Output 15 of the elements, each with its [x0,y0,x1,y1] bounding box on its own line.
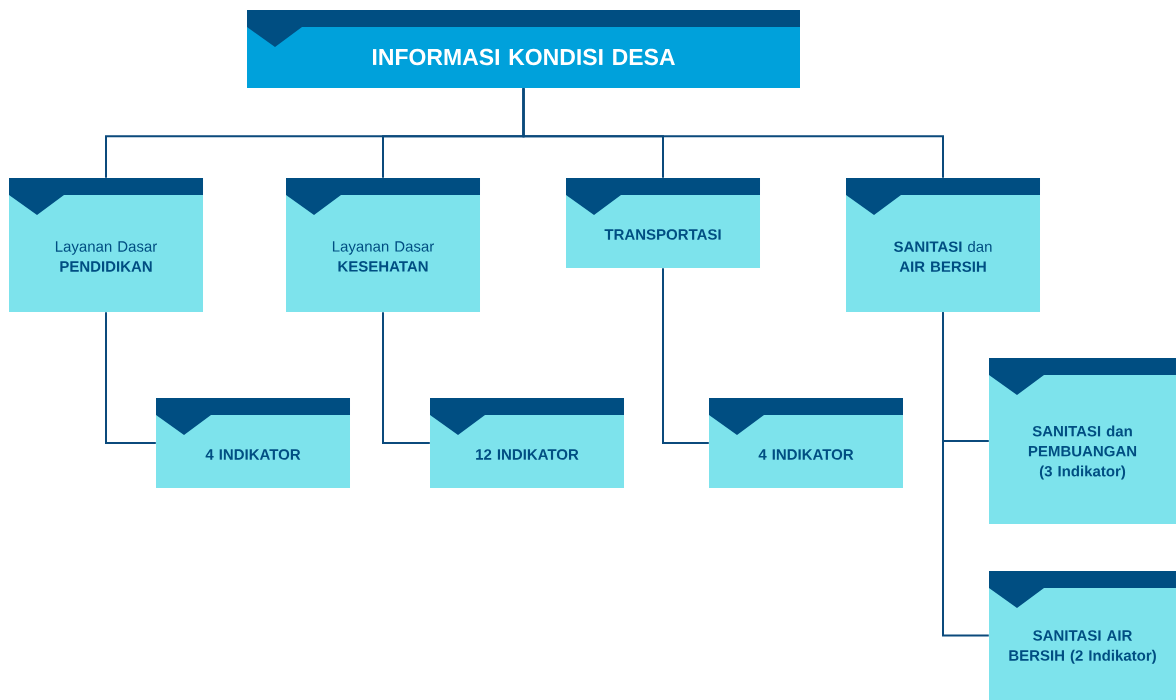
category-box: 4 INDIKATOR [156,398,350,488]
connector-line [522,87,944,179]
title-box: INFORMASI KONDISI DESA [247,10,800,88]
category-box: SANITASI dan PEMBUANGAN (3 Indikator) [989,358,1176,524]
category-box: Layanan Dasar PENDIDIKAN [9,178,203,312]
category-box: 12 INDIKATOR [430,398,624,488]
connector-line [942,311,990,637]
connector-line [382,311,431,444]
category-box: TRANSPORTASI [566,178,760,268]
category-box: SANITASI dan AIR BERSIH [846,178,1040,312]
connector-line [662,267,710,444]
category-box: Layanan Dasar KESEHATAN [286,178,480,312]
category-box: SANITASI AIR BERSIH (2 Indikator) [989,571,1176,700]
connector-line [105,311,157,444]
category-box: 4 INDIKATOR [709,398,903,488]
